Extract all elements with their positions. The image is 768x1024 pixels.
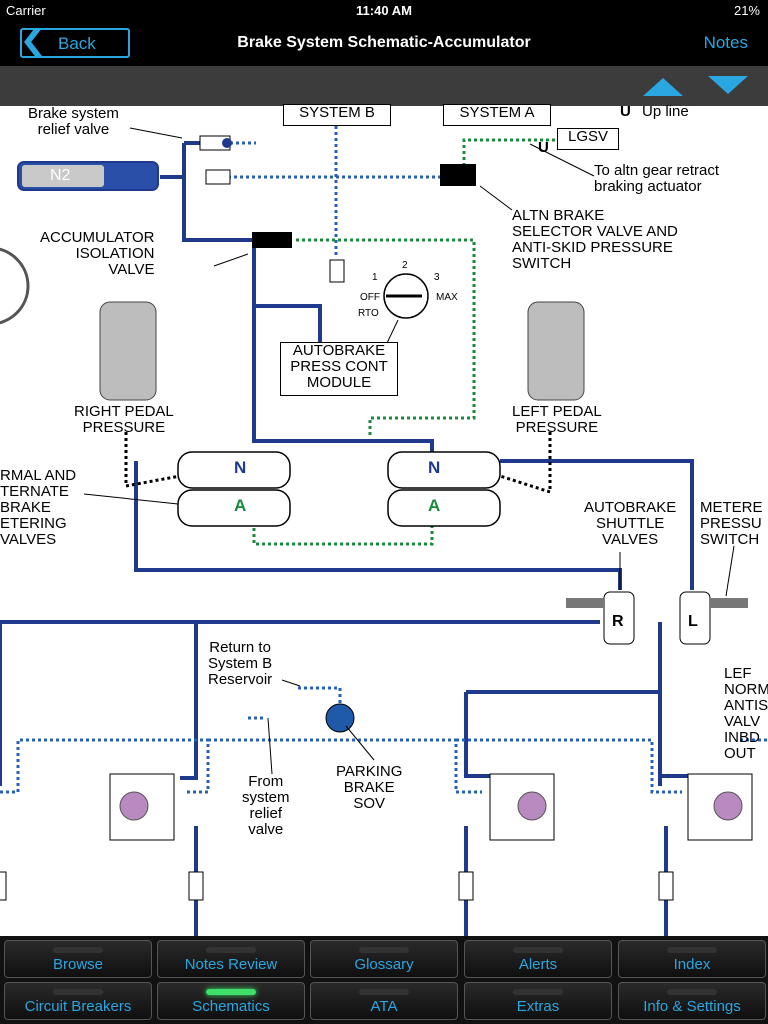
pressure-gauge-icon [0, 247, 30, 325]
metered-switch-label: METERE PRESSU SWITCH [700, 499, 763, 548]
tab-label: Browse [52, 956, 104, 973]
return-lines [0, 126, 768, 794]
from-relief-label: From system relief valve [242, 773, 290, 838]
l-label: L [688, 613, 698, 630]
tab-label: Extras [516, 998, 560, 1015]
metering-valves-icon [177, 451, 501, 527]
up-marker: U [620, 103, 631, 120]
tab-ata[interactable]: ATA [310, 982, 458, 1020]
autobrake-shuttle-label: AUTOBRAKE SHUTTLE VALVES [584, 499, 677, 548]
acc-isolation-label: ACCUMULATOR ISOLATION VALVE [40, 229, 155, 278]
tab-alerts[interactable]: Alerts [464, 940, 612, 978]
tab-notes-review[interactable]: Notes Review [157, 940, 305, 978]
schematic-canvas[interactable]: Brake system relief valve SYSTEM B SYSTE… [0, 103, 768, 936]
tab-extras[interactable]: Extras [464, 982, 612, 1020]
check-valve-icon [205, 169, 231, 185]
u-marker-2: U [538, 139, 549, 156]
parking-brake-label: PARKING BRAKE SOV [336, 763, 403, 812]
clock: 11:40 AM [356, 3, 412, 18]
right-pedal-label: RIGHT PEDAL PRESSURE [74, 403, 174, 436]
r-label: R [612, 613, 624, 630]
status-bar: Carrier 11:40 AM 21% [0, 0, 768, 22]
dial-1: 1 [372, 272, 378, 283]
back-label: Back [58, 34, 96, 53]
left-normal-label: LEF NORM ANTIS VALV INBD OUT [724, 665, 768, 762]
notes-button[interactable]: Notes [703, 33, 748, 52]
tab-label: Notes Review [184, 956, 278, 973]
dial-off: OFF [360, 292, 380, 303]
battery-level: 21% [733, 3, 760, 18]
shuttle-valve-r-icon [603, 591, 635, 645]
next-arrow-icon[interactable] [708, 76, 748, 94]
dial-2: 2 [402, 260, 408, 271]
autobrake-module-label: AUTOBRAKE PRESS CONT MODULE [280, 342, 398, 396]
brake-relief-label: Brake system relief valve [28, 105, 119, 138]
schematic-drawing [0, 126, 768, 936]
tab-label: Schematics [192, 998, 270, 1015]
altn-brake-label: ALTN BRAKE SELECTOR VALVE AND ANTI-SKID … [512, 207, 678, 272]
tab-schematics[interactable]: Schematics [157, 982, 305, 1020]
a-label-left: A [428, 496, 441, 515]
altn-gear-label: To altn gear retract braking actuator [594, 162, 720, 195]
right-pedal-icon [99, 301, 157, 401]
tab-label: Info & Settings [643, 998, 741, 1015]
system-b-label: SYSTEM B [283, 104, 391, 126]
return-b-label: Return to System B Reservoir [208, 639, 273, 688]
nav-bar: Back Brake System Schematic-Accumulator … [0, 22, 768, 66]
tab-glossary[interactable]: Glossary [310, 940, 458, 978]
tab-label: Alerts [518, 956, 558, 973]
page-title: Brake System Schematic-Accumulator [237, 34, 531, 51]
metering-valves-label: RMAL AND TERNATE BRAKE ETERING VALVES [0, 467, 77, 548]
tab-label: Index [673, 956, 711, 973]
tab-label: ATA [370, 998, 398, 1015]
left-pedal-icon [527, 301, 585, 401]
carrier-label: Carrier [6, 3, 46, 18]
tab-bar: Browse Notes Review Glossary Alerts Inde… [0, 936, 768, 1024]
tab-info-settings[interactable]: Info & Settings [618, 982, 766, 1020]
up-line-label: Up line [642, 103, 689, 120]
brake-units [109, 773, 753, 841]
green-lines [252, 138, 560, 546]
left-pedal-label: LEFT PEDAL PRESSURE [512, 403, 602, 436]
dial-max: MAX [436, 292, 458, 303]
active-indicator [206, 989, 256, 995]
isolation-valve-icon [252, 232, 292, 248]
lgsv-label: LGSV [557, 128, 619, 150]
schematic-toolbar [0, 66, 768, 106]
tab-browse[interactable]: Browse [4, 940, 152, 978]
tab-index[interactable]: Index [618, 940, 766, 978]
system-a-label: SYSTEM A [443, 104, 551, 126]
shuttle-valve-l-icon [679, 591, 711, 645]
n-label-right: N [234, 458, 247, 477]
n2-label: N2 [50, 167, 71, 184]
parking-brake-valve-icon [325, 703, 355, 733]
tab-label: Circuit Breakers [24, 998, 132, 1015]
previous-arrow-icon[interactable] [643, 78, 683, 96]
autobrake-check-icon [329, 259, 345, 283]
back-button[interactable]: Back [20, 28, 130, 58]
n-label-left: N [428, 458, 441, 477]
selector-valve-icon [440, 164, 476, 186]
dial-rto: RTO [358, 308, 379, 319]
tab-label: Glossary [354, 956, 414, 973]
a-label-right: A [234, 496, 247, 515]
tab-circuit-breakers[interactable]: Circuit Breakers [4, 982, 152, 1020]
dial-3: 3 [434, 272, 440, 283]
